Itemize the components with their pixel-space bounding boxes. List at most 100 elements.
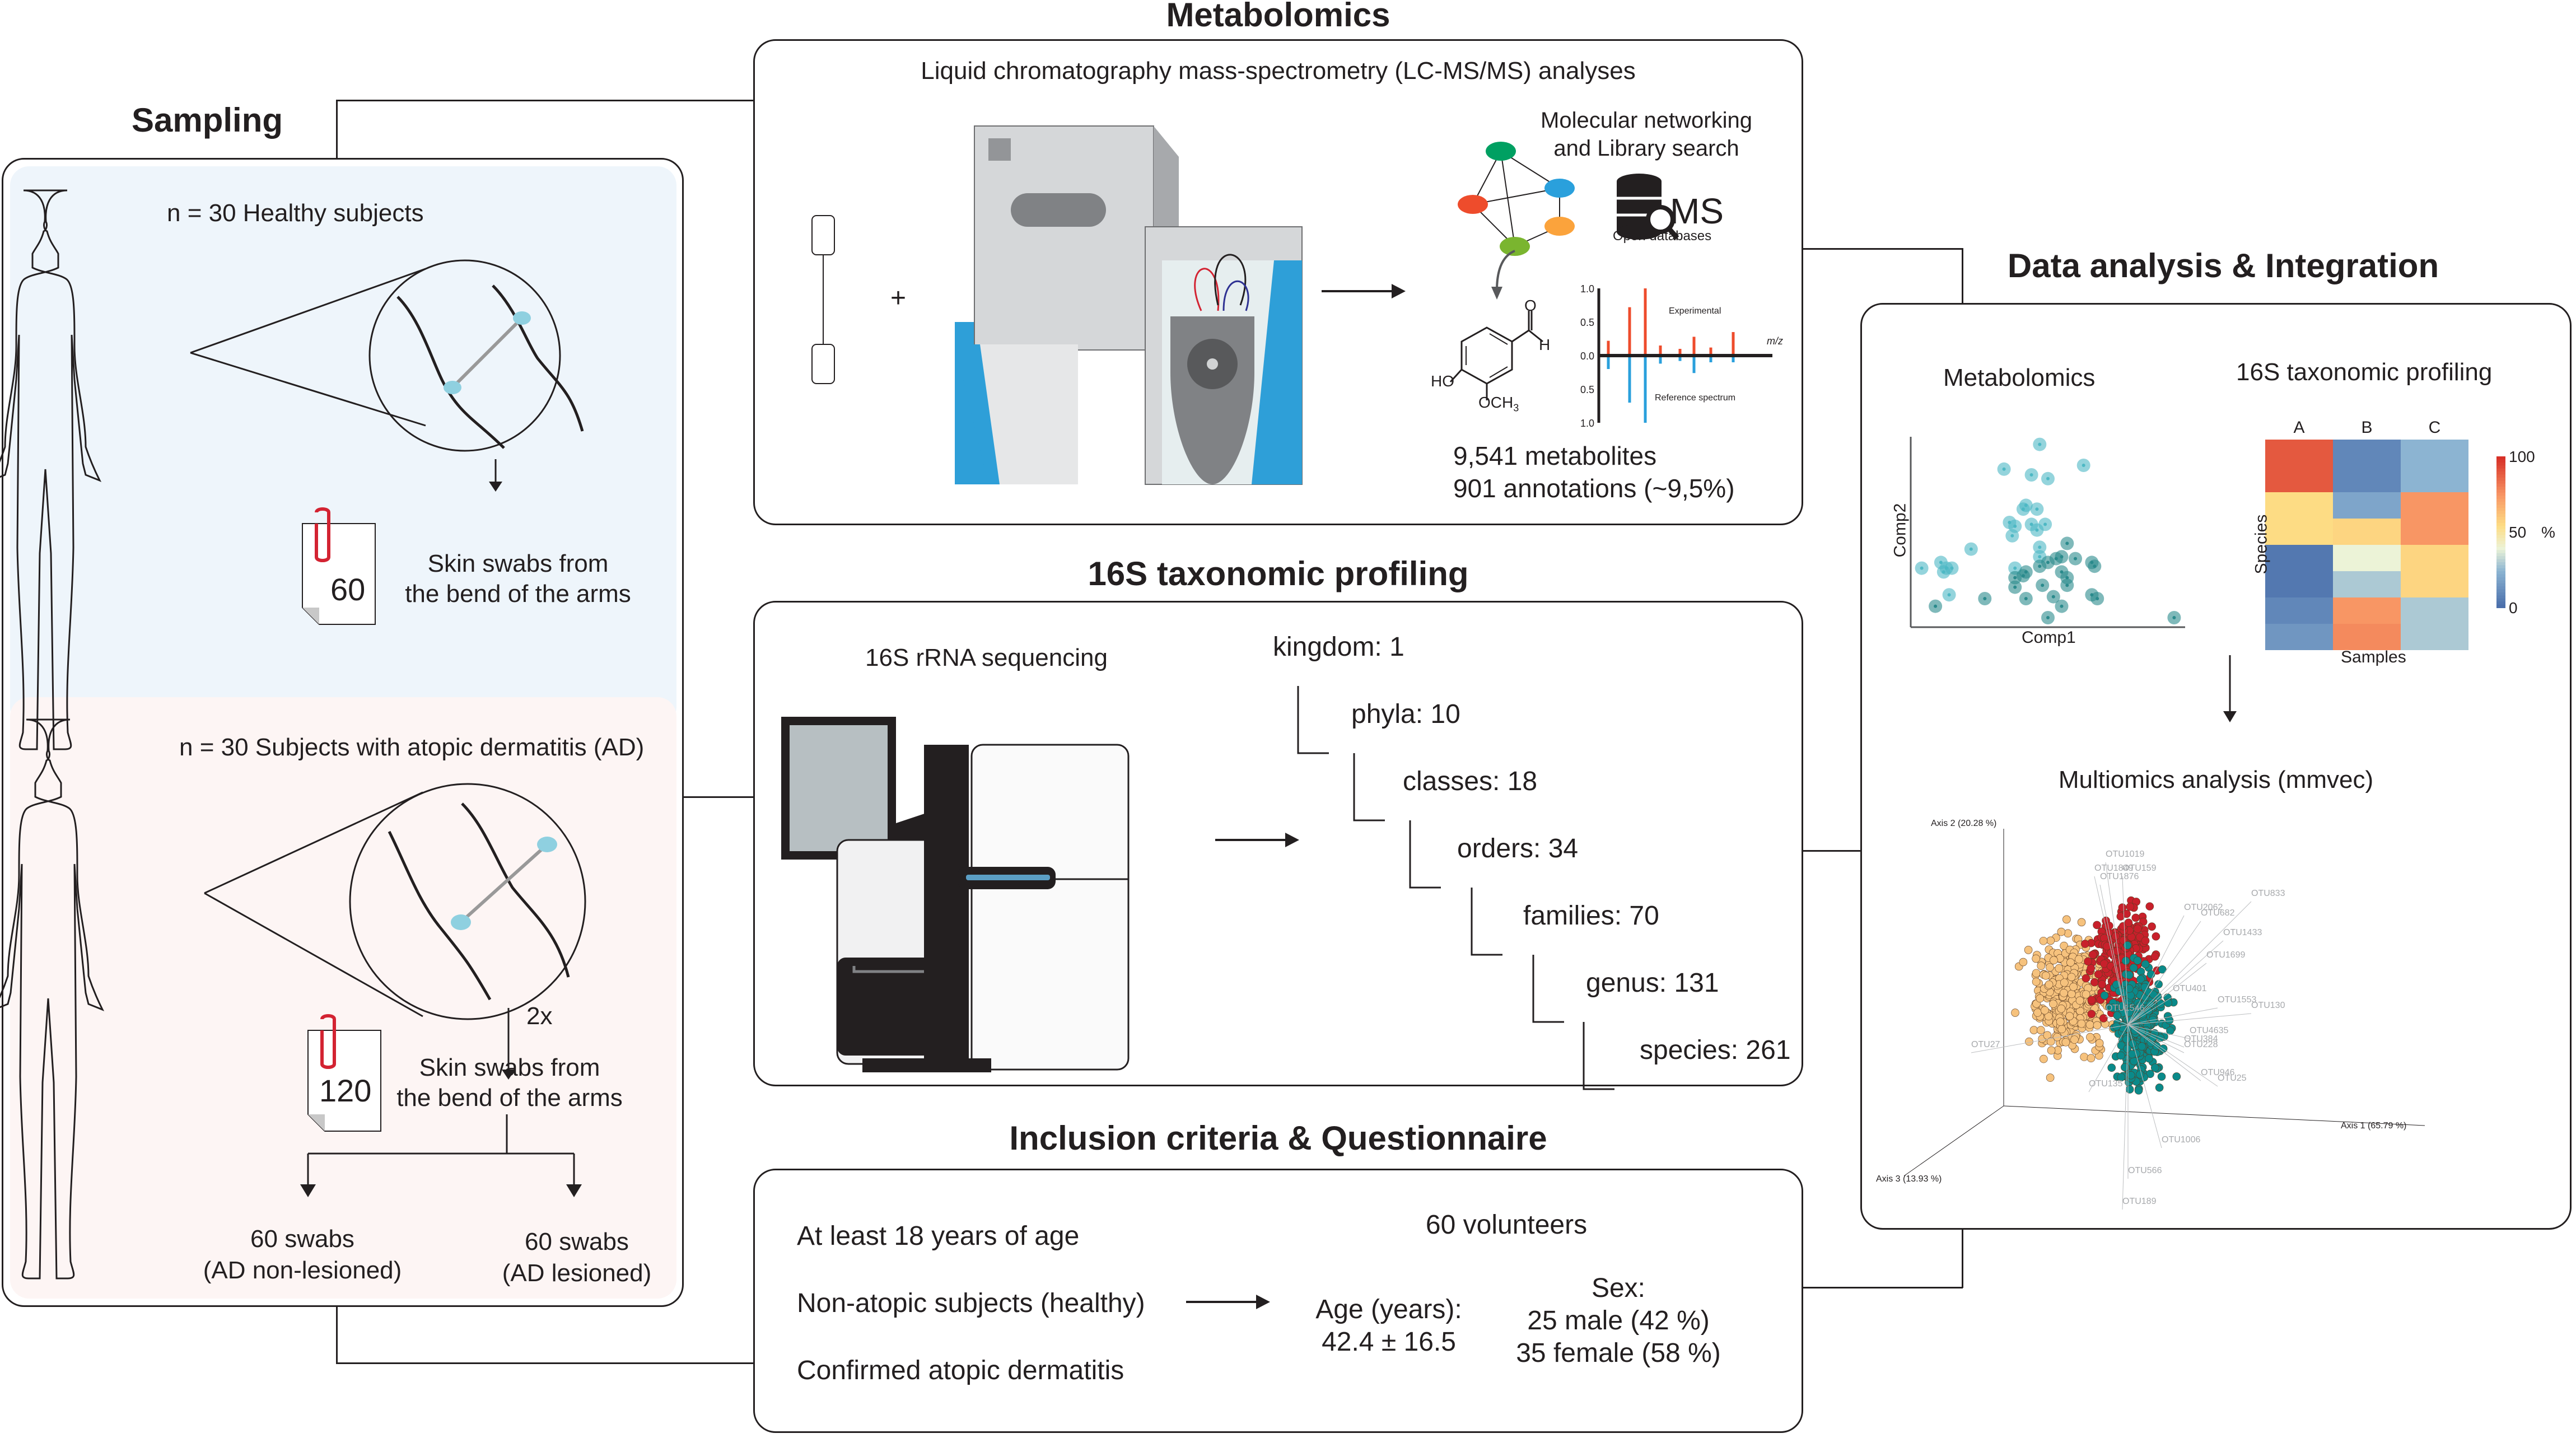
network-node	[1486, 142, 1516, 161]
heatmap-cell	[2401, 545, 2468, 571]
biplot-point	[2024, 946, 2033, 954]
colorbar-segment	[2496, 532, 2505, 536]
pca-point-center	[2096, 597, 2099, 600]
biplot-point	[2087, 1054, 2096, 1063]
heatmap-column-label: A	[2293, 418, 2304, 437]
colorbar-segment	[2496, 589, 2505, 593]
biplot-point	[2081, 940, 2089, 948]
colorbar-segment	[2496, 487, 2505, 491]
biplot-point	[2056, 1017, 2065, 1026]
swab-icon	[452, 318, 522, 388]
biplot-point	[2129, 963, 2138, 972]
caption-line: the bend of the arms	[396, 1084, 623, 1112]
biplot-point	[2040, 1054, 2048, 1063]
biplot-point	[2046, 1073, 2055, 1082]
biplot-point	[2124, 918, 2133, 927]
biplot-point	[2116, 912, 2125, 921]
pca-point-center	[1969, 547, 1973, 551]
colorbar-segment	[2496, 468, 2505, 472]
biplot-arrow	[2127, 1024, 2162, 1148]
biplot-point	[2032, 969, 2041, 978]
pca-point-center	[2021, 574, 2025, 578]
volunteer-count: 60 volunteers	[1425, 1210, 1588, 1240]
pca-point-center	[1939, 561, 1943, 564]
biplot-point	[2159, 1044, 2168, 1053]
biplot-point	[2165, 1016, 2174, 1025]
biplot-arrow	[2127, 1024, 2218, 1087]
heatmap-xlabel: Samples	[2341, 648, 2406, 666]
biplot-point	[2055, 964, 2064, 973]
biplot-point	[2075, 955, 2083, 964]
connector-line	[1803, 850, 1861, 852]
biplot-point	[2060, 988, 2068, 997]
pca-point-center	[2060, 570, 2064, 574]
colorbar-segment	[2496, 544, 2505, 548]
biplot-arrow-label: OTU682	[2201, 908, 2235, 918]
lc-column-icon	[811, 215, 835, 384]
heatmap-cell	[2401, 624, 2468, 650]
pca-point-center	[2043, 522, 2047, 526]
branch-line: (AD lesioned)	[502, 1259, 652, 1287]
human-body-icon	[0, 189, 102, 750]
connector-line	[336, 1362, 753, 1364]
arrow-down-icon	[2223, 655, 2237, 722]
colorbar-segment	[2496, 517, 2505, 521]
pca-point-center	[2065, 541, 2069, 545]
taxonomy-level-genus: genus: 131	[1586, 968, 1719, 998]
biplot-point	[2155, 1083, 2164, 1092]
biplot-point	[2080, 1053, 2089, 1061]
biplot-point	[2149, 1015, 2157, 1024]
biplot-arrow-label: OTU833	[2251, 889, 2285, 898]
biplot-point	[2062, 915, 2071, 924]
biplot-point	[2150, 952, 2159, 961]
connector-line	[336, 100, 753, 101]
colorbar-segment	[2496, 601, 2505, 605]
biplot-point	[2019, 958, 2028, 967]
ad-section	[10, 697, 676, 1299]
biplot-point	[2033, 1009, 2042, 1017]
colorbar-segment	[2496, 483, 2505, 487]
heatmap-ylabel: Species	[2252, 514, 2271, 575]
colorbar-segment	[2496, 595, 2505, 599]
plus-sign: +	[890, 283, 907, 313]
sequencing-subtitle: 16S rRNA sequencing	[865, 644, 1108, 671]
swab-icon	[460, 844, 548, 923]
biplot-point	[2145, 902, 2154, 911]
colorbar-segment	[2496, 538, 2505, 542]
colorbar-segment	[2496, 553, 2505, 557]
biplot-point	[2125, 1085, 2134, 1094]
criterion-ad: Confirmed atopic dermatitis	[797, 1356, 1124, 1385]
biplot-point	[2152, 932, 2160, 941]
caption-line: the bend of the arms	[405, 580, 631, 608]
colorbar-segment	[2496, 598, 2505, 603]
biplot-arrow	[2127, 940, 2224, 1025]
sampling-panel	[2, 158, 684, 1307]
criterion-age: At least 18 years of age	[797, 1221, 1080, 1251]
branch-line: (AD non-lesioned)	[203, 1257, 402, 1284]
sampling-title: Sampling	[131, 101, 283, 139]
pca-point-center	[2041, 583, 2045, 587]
biplot-point	[2084, 957, 2092, 966]
biplot-point	[2047, 1046, 2056, 1055]
biplot-arrow	[2105, 862, 2129, 1025]
spectrum-tick-label: 0.5	[1580, 317, 1594, 328]
biplot-point	[2148, 922, 2156, 931]
biplot-point	[2045, 980, 2054, 989]
colorbar-segment	[2496, 580, 2505, 584]
spectrum-tick-label: 0.0	[1580, 351, 1594, 362]
spectrum-tick-label: 1.0	[1580, 418, 1594, 429]
biplot-point	[2108, 1003, 2117, 1012]
biplot-point	[2041, 1006, 2049, 1015]
pca-point-center	[1950, 566, 1954, 570]
biplot-arrow	[2127, 921, 2201, 1025]
biplot-arrow-label: OTU946	[2201, 1068, 2235, 1077]
arrow-down-icon	[489, 459, 502, 492]
branch-non-lesioned: 60 swabs (AD non-lesioned)	[185, 1224, 420, 1286]
colorbar-segment	[2496, 568, 2505, 572]
pca-point-center	[2002, 467, 2006, 471]
biplot-point	[2032, 954, 2040, 963]
mass-spectrometer-icon	[955, 125, 1303, 485]
heatmap-cell	[2333, 597, 2401, 624]
ad-subjects-label: n = 30 Subjects with atopic dermatitis (…	[179, 734, 645, 761]
biplot-point	[2136, 1070, 2144, 1079]
